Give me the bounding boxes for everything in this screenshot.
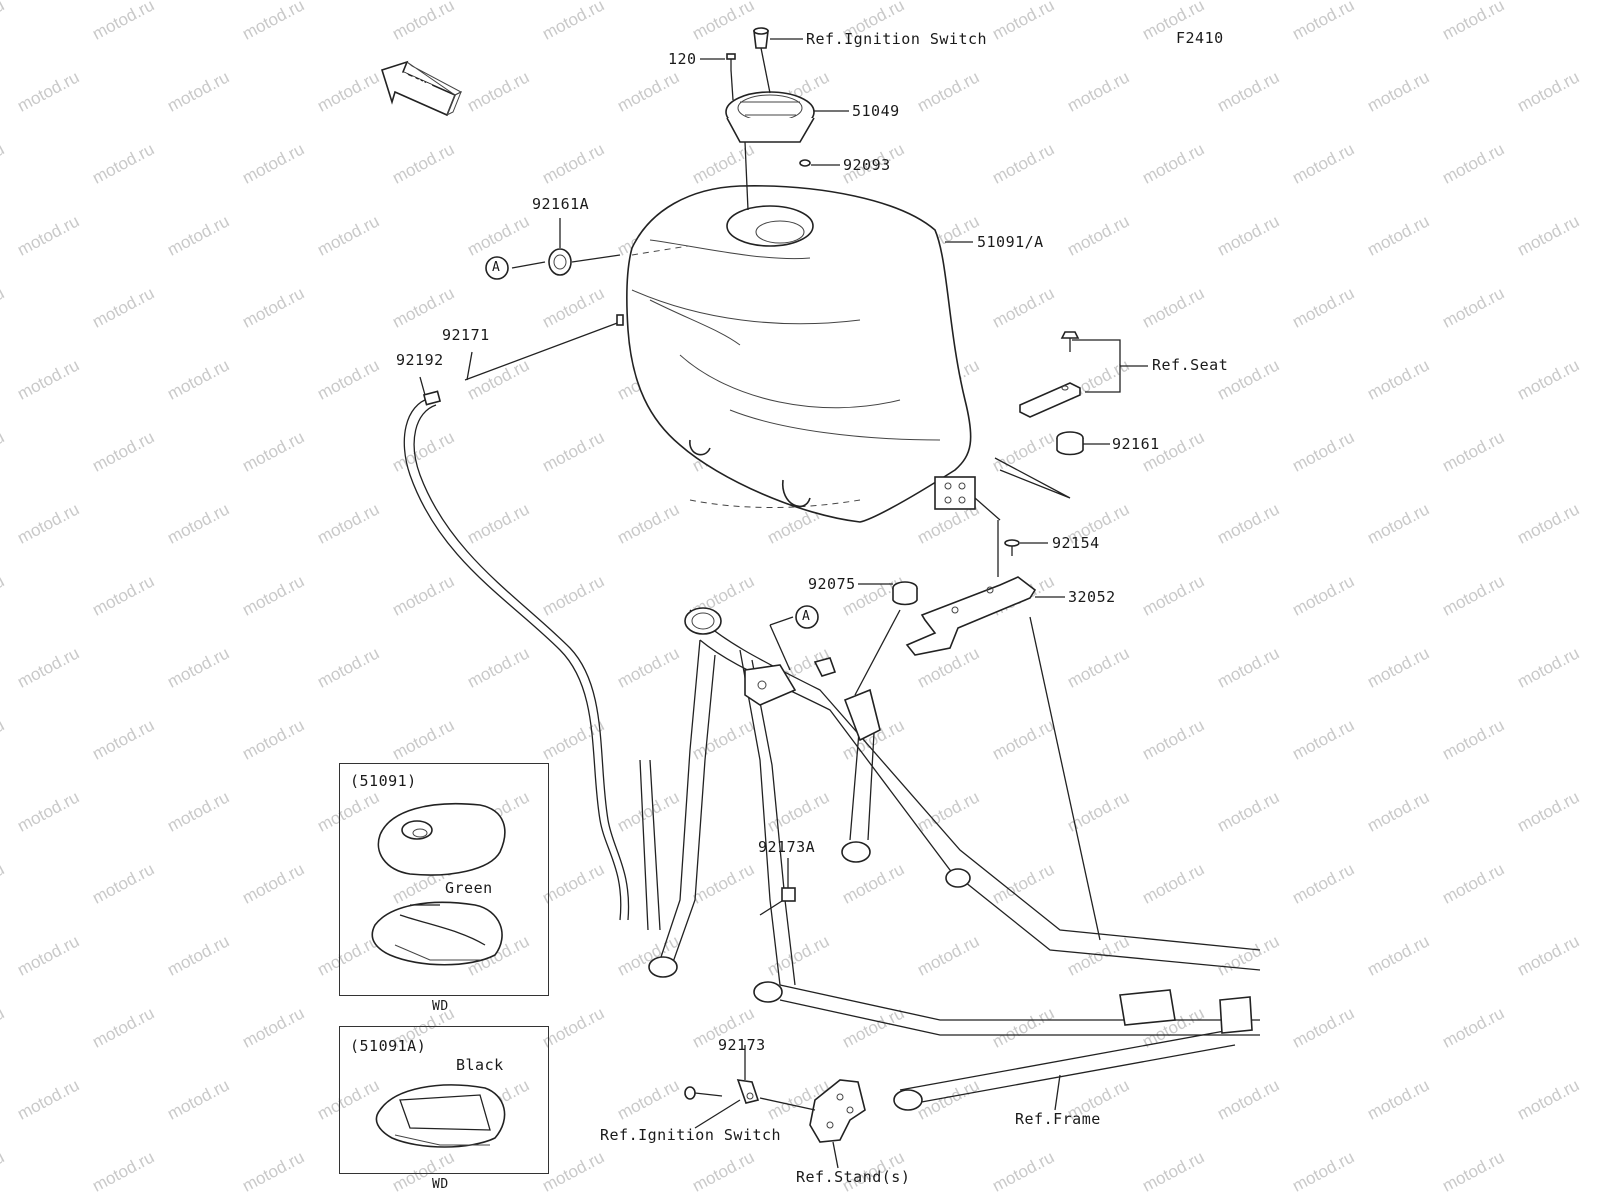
- inset-tank-green: [371, 802, 506, 966]
- callout-51049: 51049: [852, 102, 900, 120]
- callout-ref-ignition-switch-bottom: Ref.Ignition Switch: [600, 1126, 782, 1144]
- callout-circle-a-1: A: [492, 260, 501, 275]
- callout-92192: 92192: [396, 351, 444, 369]
- breather-hose-92192: [403, 390, 630, 921]
- callout-ref-ignition-switch-top: Ref.Ignition Switch: [806, 30, 988, 48]
- callout-ref-stands: Ref.Stand(s): [796, 1168, 911, 1186]
- clip-92171: [464, 314, 624, 381]
- callout-92173a: 92173A: [758, 838, 816, 856]
- grommet-92161a: [548, 248, 572, 276]
- inset-title: (51091): [350, 772, 417, 790]
- callout-92075: 92075: [808, 575, 856, 593]
- callout-92154: 92154: [1052, 534, 1100, 552]
- inset-color-label: Black: [456, 1056, 504, 1074]
- circle-a-marker-2: [795, 605, 819, 629]
- callout-92161a: 92161A: [532, 195, 590, 213]
- stand-bracket: [809, 1079, 866, 1143]
- inset-box-51091: (51091) Green: [339, 763, 549, 996]
- callout-32052: 32052: [1068, 588, 1116, 606]
- callout-ref-seat: Ref.Seat: [1152, 356, 1229, 374]
- front-arrow-icon: [380, 60, 463, 117]
- callout-92171: 92171: [442, 326, 490, 344]
- fuel-tank-51091: [626, 185, 976, 523]
- inset-tank-black: [375, 1084, 506, 1148]
- leader-lines: [419, 38, 1148, 1169]
- damper-92161: [1056, 431, 1084, 456]
- callout-circle-a-2: A: [802, 609, 811, 624]
- motorcycle-frame: [639, 607, 1261, 1111]
- inset-code-wd-1: WD: [432, 999, 449, 1014]
- figure-code: F2410: [1176, 29, 1224, 47]
- bolt-92173: [684, 1079, 760, 1104]
- callout-ref-frame: Ref.Frame: [1015, 1110, 1101, 1128]
- inset-title: (51091A): [350, 1037, 427, 1055]
- fuel-cap-51049: [725, 91, 815, 167]
- seat-bolt: [1060, 331, 1080, 352]
- bolt-92154: [1004, 539, 1020, 556]
- inset-color-label: Green: [445, 879, 493, 897]
- bracket-32052: [905, 576, 1037, 656]
- screw-120: [726, 53, 736, 70]
- callout-92173: 92173: [718, 1036, 766, 1054]
- callout-92093: 92093: [843, 156, 891, 174]
- callout-92161: 92161: [1112, 435, 1160, 453]
- ignition-switch-grommet: [753, 27, 769, 49]
- inset-code-wd-2: WD: [432, 1177, 449, 1192]
- callout-120: 120: [668, 50, 697, 68]
- callout-51091-a: 51091/A: [977, 233, 1044, 251]
- damper-92075: [892, 581, 918, 606]
- circle-a-marker-1: [485, 256, 509, 280]
- seat-bracket: [1019, 382, 1081, 418]
- inset-box-51091a: (51091A) Black: [339, 1026, 549, 1174]
- clip-92173a: [759, 887, 796, 916]
